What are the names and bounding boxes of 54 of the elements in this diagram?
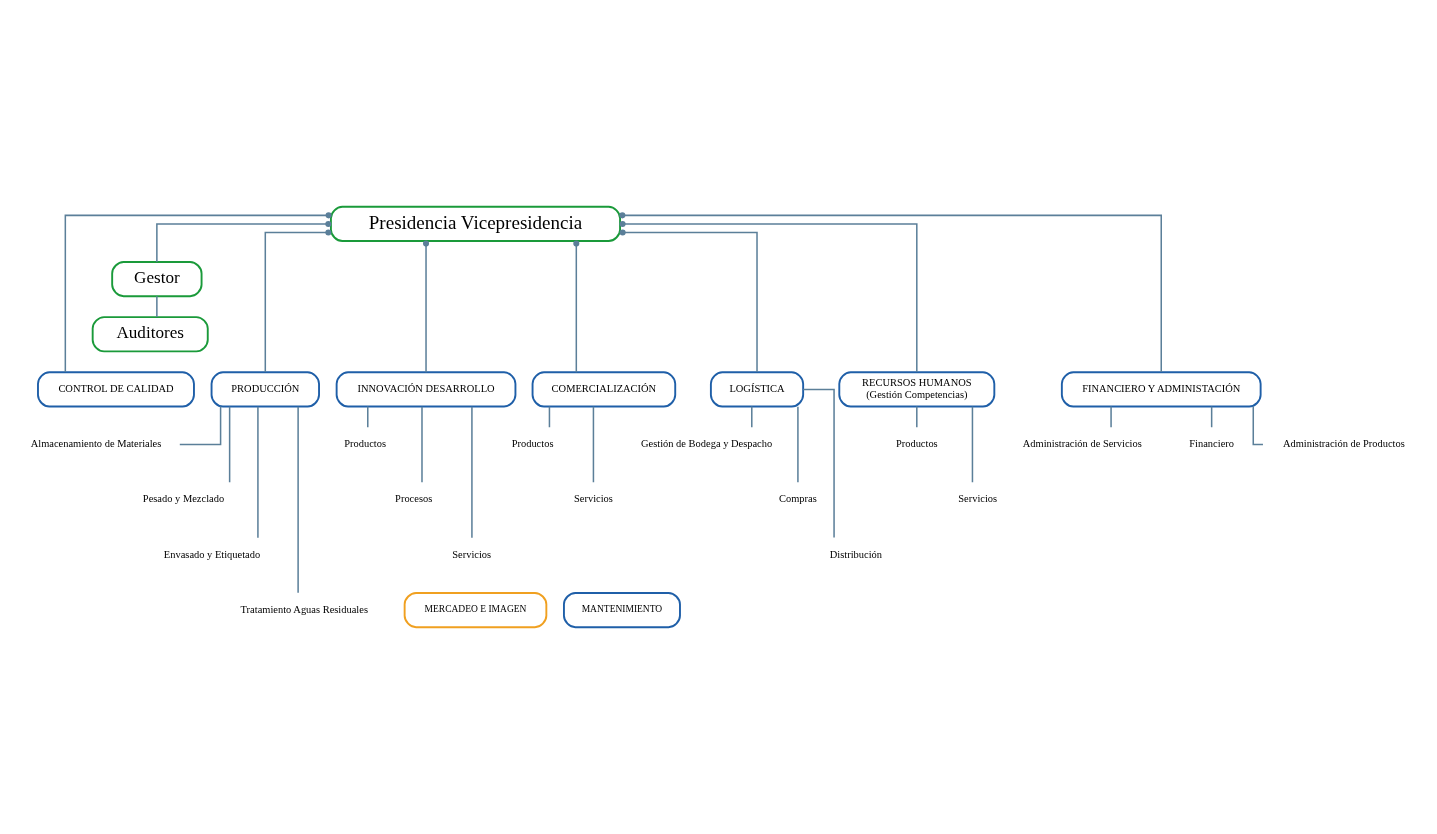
node-text: Procesos bbox=[395, 493, 433, 505]
connector bbox=[257, 406, 259, 539]
connector bbox=[367, 405, 369, 428]
node-text: Envasado y Etiquetado bbox=[163, 548, 261, 560]
node-text: Pesado y Mezclado bbox=[142, 493, 225, 505]
connector bbox=[573, 240, 580, 373]
connector bbox=[592, 405, 595, 484]
connector bbox=[156, 220, 332, 263]
node-text: Productos bbox=[344, 438, 387, 450]
connector bbox=[1110, 405, 1112, 428]
node-text: Financiero bbox=[1189, 438, 1234, 450]
connector bbox=[802, 388, 835, 539]
node-text: Servicios bbox=[573, 493, 613, 505]
connector bbox=[421, 405, 423, 484]
connector bbox=[751, 405, 753, 428]
connector bbox=[916, 405, 918, 428]
connector bbox=[797, 405, 799, 484]
connector bbox=[619, 220, 918, 373]
connector bbox=[264, 229, 332, 373]
node-box: CONTROL DE CALIDAD bbox=[37, 371, 195, 408]
node-box: RECURSOS HUMANOS (Gestión Competencias) bbox=[838, 371, 996, 408]
node-box: MANTENIMIENTO bbox=[563, 592, 681, 629]
node-box: Auditores bbox=[91, 316, 209, 353]
connector bbox=[156, 295, 158, 318]
node-box: INNOVACIÓN DESARROLLO bbox=[335, 371, 517, 408]
connector bbox=[297, 405, 299, 594]
connector bbox=[64, 212, 332, 373]
node-box: FINANCIERO Y ADMINISTACIÓN bbox=[1060, 371, 1262, 408]
node-text: Almacenamiento de Materiales bbox=[30, 438, 162, 450]
connector bbox=[971, 405, 974, 484]
node-text: Compras bbox=[779, 493, 817, 505]
connector bbox=[471, 406, 473, 539]
connector bbox=[179, 405, 222, 446]
node-text: Productos bbox=[511, 438, 554, 450]
connector bbox=[548, 405, 551, 428]
node-box: COMERCIALIZACIÓN bbox=[531, 371, 677, 408]
node-text: Distribución bbox=[829, 548, 883, 560]
node-text: Administración de Servicios bbox=[1022, 438, 1142, 450]
connector bbox=[619, 212, 1162, 373]
node-box: Gestor bbox=[111, 261, 203, 298]
node-text: Administración de Productos bbox=[1282, 438, 1405, 450]
node-box: PRODUCCIÓN bbox=[210, 371, 320, 408]
node-box: MERCADEO E IMAGEN bbox=[403, 592, 548, 629]
node-text: Gestión de Bodega y Despacho bbox=[641, 438, 773, 450]
node-box: Presidencia Vicepresidencia bbox=[329, 205, 621, 242]
node-box: LOGÍSTICA bbox=[709, 371, 805, 408]
connector bbox=[228, 405, 231, 484]
node-text: Tratamiento Aguas Residuales bbox=[240, 603, 368, 615]
node-text: Servicios bbox=[452, 548, 492, 560]
node-text: Productos bbox=[895, 438, 938, 450]
connector bbox=[423, 240, 430, 373]
connector bbox=[1210, 405, 1213, 428]
node-text: Servicios bbox=[958, 493, 998, 505]
connector bbox=[619, 229, 758, 373]
